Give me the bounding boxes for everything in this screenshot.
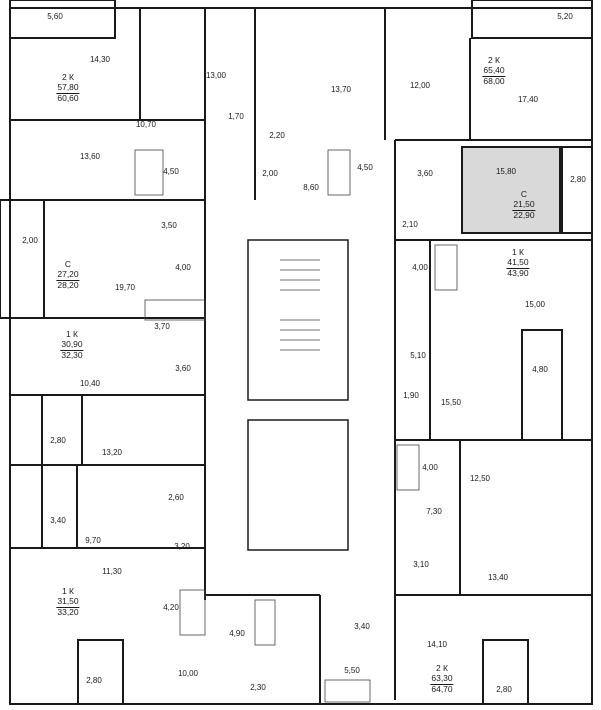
room-area: 13,20 [101,448,123,457]
room-area: 11,30 [102,567,122,576]
room-area: 10,70 [135,120,157,129]
room-area: 3,20 [174,542,190,551]
room-area: 2,80 [496,685,512,694]
apartment-total-area: 64,70 [431,683,453,694]
room-area: 13,60 [79,152,101,161]
room-area: 4,00 [412,263,428,272]
apartment-type: 1 К [511,247,525,257]
room-area: 13,00 [205,71,227,80]
room-area: 1,90 [403,391,419,400]
room-area: 5,50 [344,666,360,675]
apartment-living-area: 63,30 [430,672,454,685]
apartment-living-area: 41,50 [506,256,530,269]
room-area: 4,50 [357,163,373,172]
room-area: 4,80 [532,365,548,374]
balcony-top-left [9,0,116,39]
apartment-total-area: 60,60 [57,92,79,103]
room-area: 3,60 [175,364,191,373]
room-area: 2,00 [262,169,278,178]
room-area: 2,80 [570,175,586,184]
highlight-studio [461,146,561,234]
room-area: 3,60 [417,169,433,178]
room-area: 5,60 [47,12,63,21]
apartment-type: 2 К [61,72,75,82]
apartment-type: С [520,189,528,199]
room-area: 4,90 [229,629,245,638]
apartment-label-1k-left-bottom: 1 К 31,50 33,20 [56,586,80,617]
room-area: 5,10 [410,351,426,360]
room-area: 3,10 [413,560,429,569]
room-area: 4,20 [163,603,179,612]
room-area: 4,00 [175,263,191,272]
building-outline [9,7,593,705]
apartment-total-area: 68,00 [483,75,505,86]
room-area: 2,10 [402,220,418,229]
apartment-total-area: 22,90 [513,209,535,220]
balcony-right-studio [561,146,593,234]
apartment-label-2k-right: 2 К 65,40 68,00 [482,55,506,86]
apartment-living-area: 27,20 [56,268,80,281]
room-area: 2,20 [269,131,285,140]
elevator-core [247,419,349,551]
apartment-living-area: 31,50 [56,595,80,608]
apartment-label-1k-right: 1 К 41,50 43,90 [506,247,530,278]
apartment-label-studio-left: С 27,20 28,20 [56,259,80,290]
room-area: 9,70 [85,536,101,545]
room-area: 3,70 [154,322,170,331]
apartment-total-area: 32,30 [61,349,83,360]
apartment-label-2k-left: 2 К 57,80 60,60 [56,72,80,103]
room-area: 19,70 [114,283,136,292]
apartment-living-area: 21,50 [512,198,536,211]
room-area: 7,30 [426,507,442,516]
room-area: 5,20 [557,12,573,21]
room-area: 10,40 [79,379,101,388]
stair-core [247,239,349,401]
room-area: 4,50 [163,167,179,176]
room-area: 10,00 [177,669,199,678]
room-area: 2,80 [50,436,66,445]
balcony-top-right [471,0,593,39]
room-area: 17,40 [517,95,539,104]
room-area: 12,50 [469,474,491,483]
apartment-type: 2 К [487,55,501,65]
room-area: 13,70 [330,85,352,94]
apartment-living-area: 30,90 [60,338,84,351]
apartment-living-area: 65,40 [482,64,506,77]
apartment-living-area: 57,80 [56,81,80,94]
room-area: 15,80 [495,167,517,176]
room-area: 14,30 [89,55,111,64]
apartment-type: С [64,259,72,269]
room-area: 3,40 [50,516,66,525]
room-area: 12,00 [409,81,431,90]
apartment-label-2k-bottom: 2 К 63,30 64,70 [430,663,454,694]
room-area: 1,70 [228,112,244,121]
room-area: 2,80 [86,676,102,685]
room-area: 15,00 [524,300,546,309]
room-area: 13,40 [487,573,509,582]
room-area: 2,00 [22,236,38,245]
apartment-label-1k-left-mid: 1 К 30,90 32,30 [60,329,84,360]
room-area: 2,60 [168,493,184,502]
apartment-label-studio-right: С 21,50 22,90 [512,189,536,220]
room-area: 3,50 [161,221,177,230]
room-area: 8,60 [303,183,319,192]
apartment-type: 1 К [65,329,79,339]
room-area: 4,00 [422,463,438,472]
room-area: 14,10 [426,640,448,649]
apartment-type: 2 К [435,663,449,673]
apartment-type: 1 К [61,586,75,596]
room-area: 2,30 [250,683,266,692]
apartment-total-area: 33,20 [57,606,79,617]
room-area: 3,40 [354,622,370,631]
apartment-total-area: 28,20 [57,279,79,290]
room-area: 15,50 [440,398,462,407]
apartment-total-area: 43,90 [507,267,529,278]
